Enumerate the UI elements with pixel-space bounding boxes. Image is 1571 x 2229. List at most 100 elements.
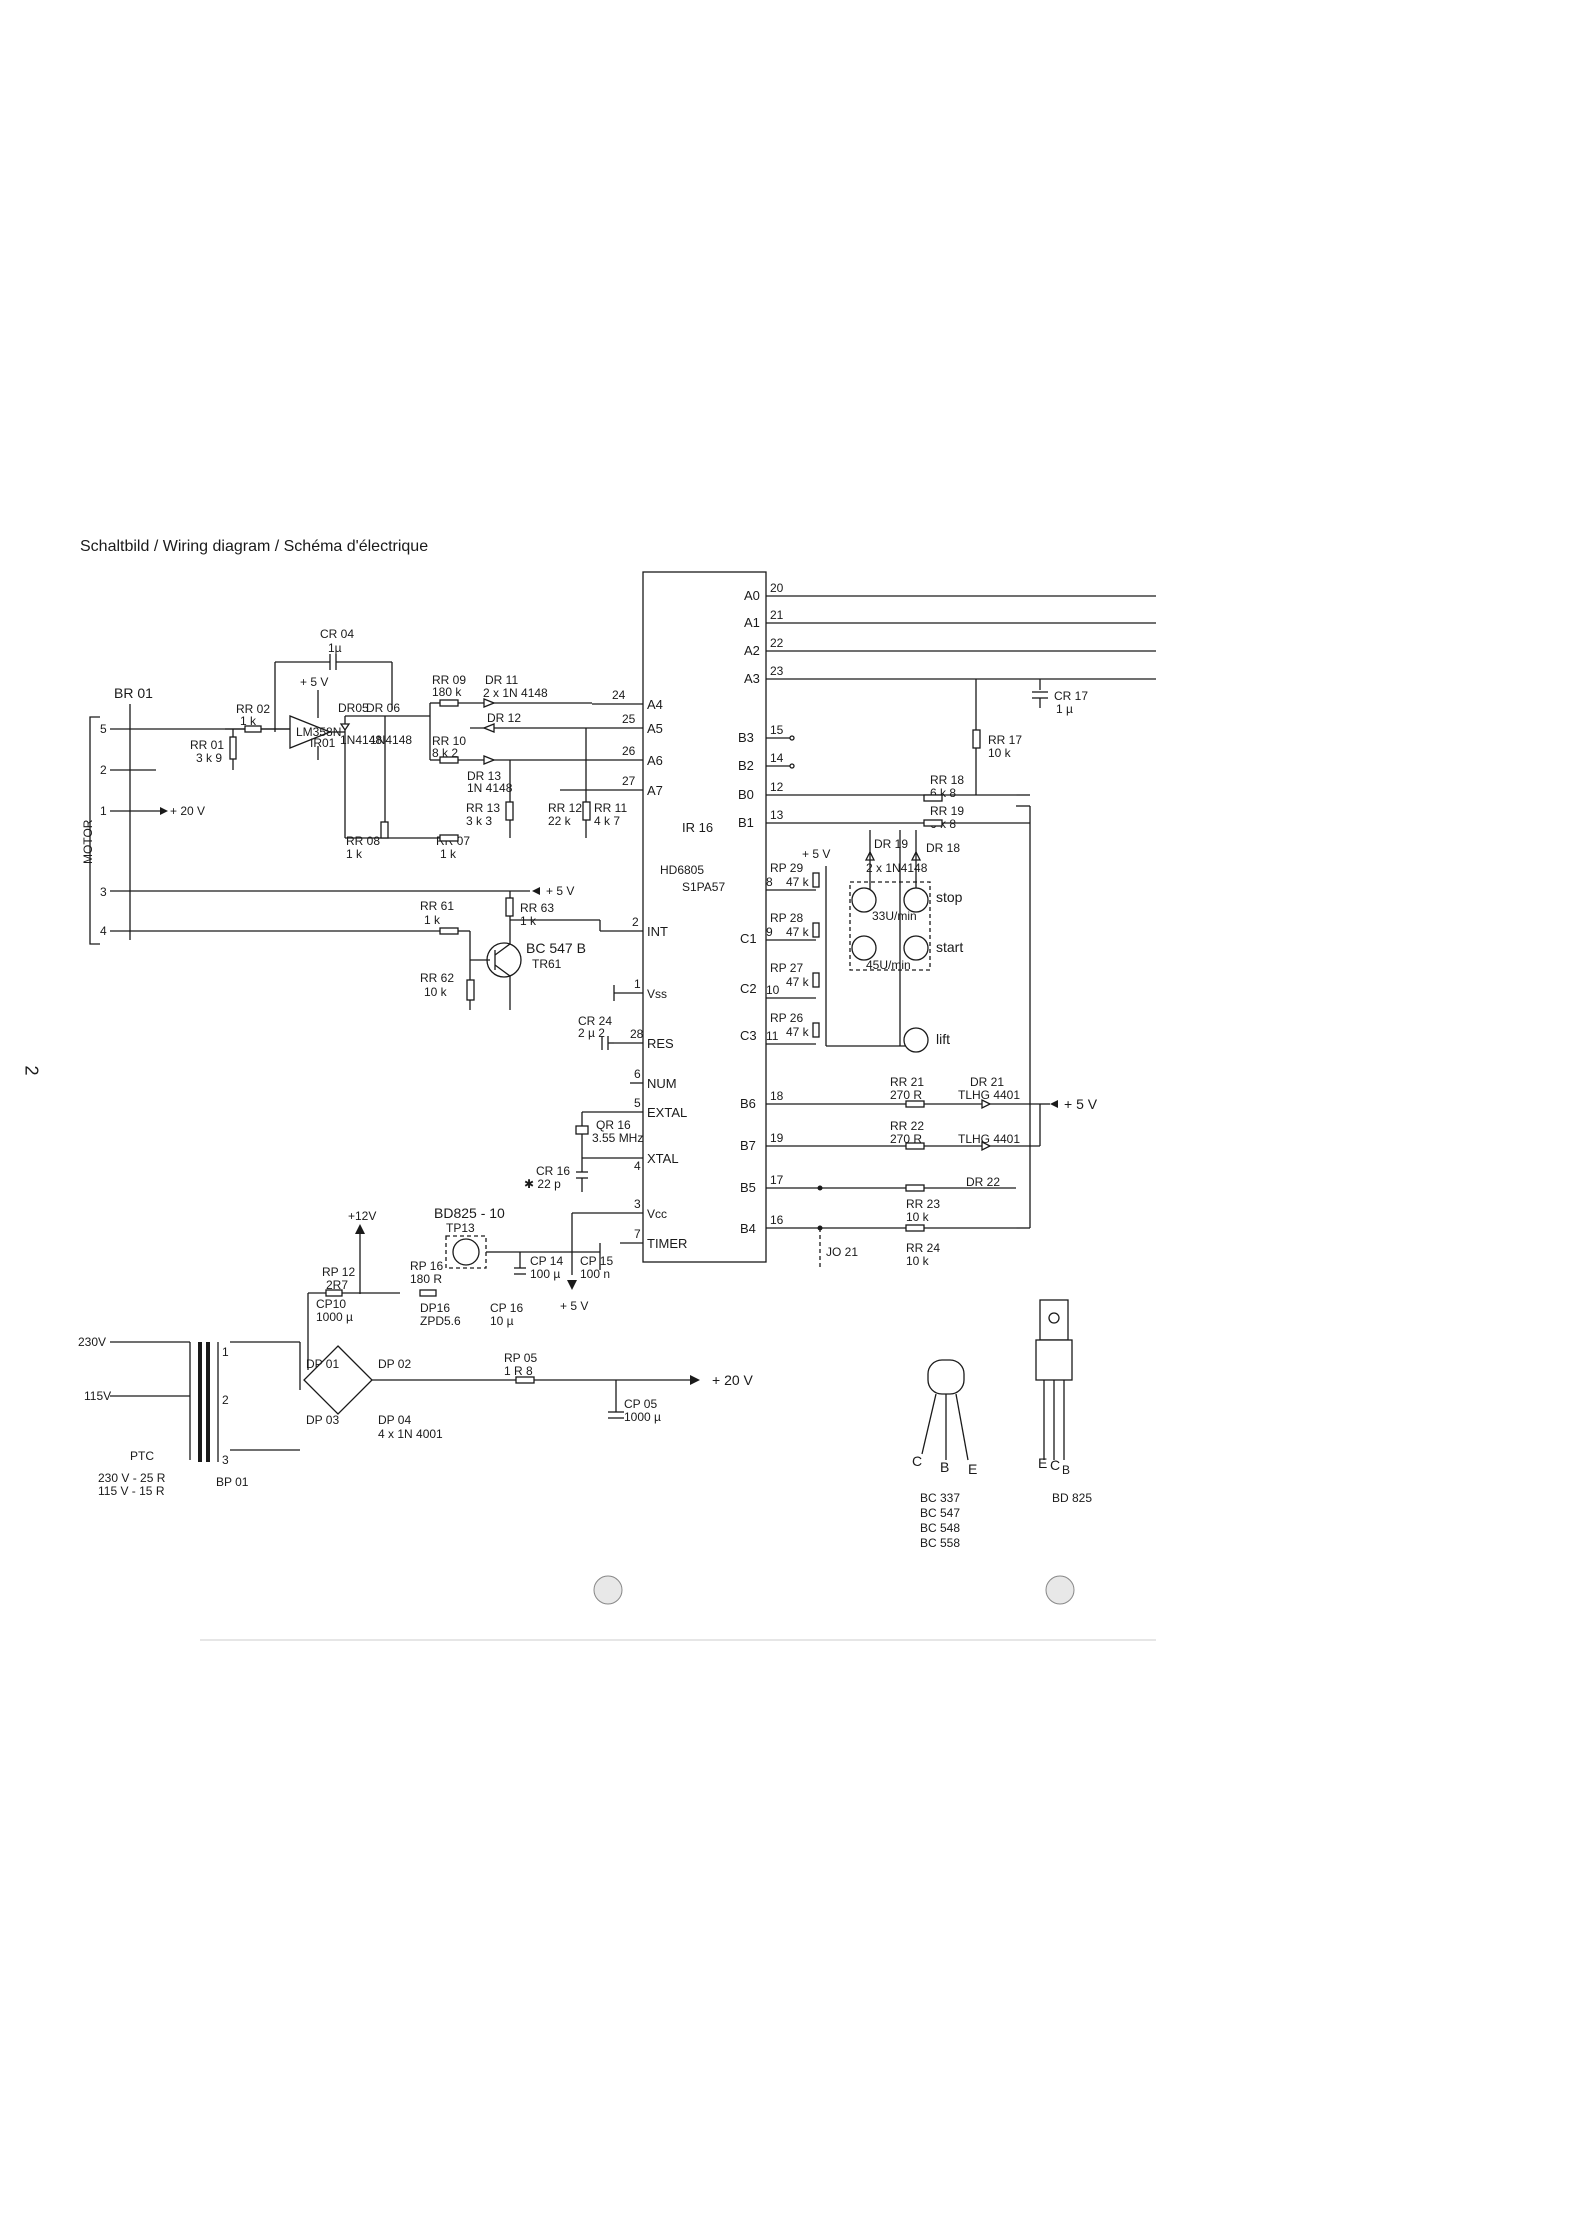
microcontroller-ic: IR 16 HD6805 S1PA57 xyxy=(642,571,767,1263)
svg-text:RP 12: RP 12 xyxy=(322,1265,355,1279)
svg-text:RP 05: RP 05 xyxy=(504,1351,537,1365)
svg-text:BD825 - 10: BD825 - 10 xyxy=(434,1205,505,1221)
svg-text:CP 14: CP 14 xyxy=(530,1254,563,1268)
svg-text:1N4148: 1N4148 xyxy=(340,733,382,747)
svg-text:B6: B6 xyxy=(740,1096,756,1111)
svg-text:E: E xyxy=(1038,1455,1047,1471)
svg-text:22 k: 22 k xyxy=(548,814,572,828)
svg-text:1µ: 1µ xyxy=(328,641,342,655)
svg-text:1 k: 1 k xyxy=(240,714,257,728)
svg-text:RR 09: RR 09 xyxy=(432,673,466,687)
svg-text:A7: A7 xyxy=(647,783,663,798)
svg-text:B5: B5 xyxy=(740,1180,756,1195)
svg-text:115 V - 15 R: 115 V - 15 R xyxy=(98,1484,165,1498)
svg-text:BD 825: BD 825 xyxy=(1052,1491,1092,1505)
svg-text:CR 16: CR 16 xyxy=(536,1164,570,1178)
svg-text:RR 24: RR 24 xyxy=(906,1241,940,1255)
svg-text:A4: A4 xyxy=(647,697,663,712)
svg-text:9: 9 xyxy=(766,925,773,939)
svg-text:A0: A0 xyxy=(744,588,760,603)
svg-text:1 k: 1 k xyxy=(424,913,441,927)
svg-text:ZPD5.6: ZPD5.6 xyxy=(420,1314,461,1328)
svg-text:24: 24 xyxy=(612,688,626,702)
svg-text:3 k 3: 3 k 3 xyxy=(466,814,492,828)
svg-text:230 V - 25 R: 230 V - 25 R xyxy=(98,1471,166,1485)
led-network: RR 21 270 R DR 21 TLHG 4401 + 5 V RR 22 … xyxy=(817,1075,1098,1270)
svg-text:7: 7 xyxy=(634,1227,641,1241)
svg-text:RR 12: RR 12 xyxy=(548,801,582,815)
svg-text:INT: INT xyxy=(647,924,668,939)
svg-text:BC 548: BC 548 xyxy=(920,1521,960,1535)
svg-text:10 µ: 10 µ xyxy=(490,1314,514,1328)
svg-text:3: 3 xyxy=(100,885,107,899)
svg-text:2 x 1N4148: 2 x 1N4148 xyxy=(866,861,928,875)
svg-text:DP16: DP16 xyxy=(420,1301,450,1315)
svg-text:RP 27: RP 27 xyxy=(770,961,803,975)
to92-package: C B E BC 337 BC 547 BC 548 BC 558 xyxy=(912,1359,977,1550)
svg-text:RR 08: RR 08 xyxy=(346,834,380,848)
motor-label: MOTOR xyxy=(81,819,95,864)
power-supply: +12V RP 12 2R7 CP10 1000 µ BD825 - 10 TP… xyxy=(307,1205,613,1370)
svg-text:RP 28: RP 28 xyxy=(770,911,803,925)
svg-text:47 k: 47 k xyxy=(786,875,810,889)
svg-text:47 k: 47 k xyxy=(786,925,810,939)
svg-text:100 µ: 100 µ xyxy=(530,1267,560,1281)
svg-text:1 µ: 1 µ xyxy=(1056,702,1073,716)
svg-text:27: 27 xyxy=(622,774,636,788)
svg-text:1N4148: 1N4148 xyxy=(370,733,412,747)
svg-text:10 k: 10 k xyxy=(906,1254,930,1268)
svg-text:10 k: 10 k xyxy=(906,1210,930,1224)
svg-text:+ 20 V: + 20 V xyxy=(170,804,205,818)
svg-text:RR 13: RR 13 xyxy=(466,801,500,815)
svg-text:115V: 115V xyxy=(84,1389,111,1403)
svg-text:B7: B7 xyxy=(740,1138,756,1153)
svg-text:1: 1 xyxy=(222,1345,229,1359)
svg-text:15: 15 xyxy=(770,723,784,737)
svg-text:TR61: TR61 xyxy=(532,957,562,971)
svg-text:TLHG 4401: TLHG 4401 xyxy=(958,1132,1020,1146)
svg-text:1000 µ: 1000 µ xyxy=(624,1410,661,1424)
svg-text:E: E xyxy=(968,1461,977,1477)
svg-text:8: 8 xyxy=(766,875,773,889)
svg-text:47 k: 47 k xyxy=(786,1025,810,1039)
svg-text:1 k: 1 k xyxy=(440,847,457,861)
svg-text:C: C xyxy=(1050,1457,1060,1473)
svg-text:DP 01: DP 01 xyxy=(306,1357,339,1371)
svg-text:1000 µ: 1000 µ xyxy=(316,1310,353,1324)
keypad-network: CR 17 1 µ RR 17 10 k RR 18 6 k 8 RR 19 6… xyxy=(770,679,1088,1229)
svg-text:LM358N: LM358N xyxy=(296,725,341,739)
svg-text:3: 3 xyxy=(634,1197,641,1211)
svg-text:2: 2 xyxy=(632,915,639,929)
svg-text:A5: A5 xyxy=(647,721,663,736)
svg-text:DR 12: DR 12 xyxy=(487,711,521,725)
svg-text:CR 24: CR 24 xyxy=(578,1014,612,1028)
svg-text:✱ 22 p: ✱ 22 p xyxy=(524,1177,561,1191)
svg-text:6: 6 xyxy=(634,1067,641,1081)
svg-text:1: 1 xyxy=(100,804,107,818)
svg-text:4 x 1N 4001: 4 x 1N 4001 xyxy=(378,1427,443,1441)
page-title: Schaltbild / Wiring diagram / Schéma d'é… xyxy=(80,538,429,555)
svg-text:RR 18: RR 18 xyxy=(930,773,964,787)
svg-text:11: 11 xyxy=(766,1029,779,1043)
svg-text:21: 21 xyxy=(770,608,784,622)
svg-text:B0: B0 xyxy=(738,787,754,802)
svg-text:3: 3 xyxy=(222,1453,229,1467)
svg-text:4: 4 xyxy=(634,1159,641,1173)
svg-text:1N 4148: 1N 4148 xyxy=(467,781,513,795)
svg-text:4 k 7: 4 k 7 xyxy=(594,814,620,828)
svg-text:+ 5 V: + 5 V xyxy=(802,847,830,861)
svg-text:RR 61: RR 61 xyxy=(420,899,454,913)
svg-text:47 k: 47 k xyxy=(786,975,810,989)
svg-text:XTAL: XTAL xyxy=(647,1151,679,1166)
svg-text:+12V: +12V xyxy=(348,1209,376,1223)
svg-text:DR 11: DR 11 xyxy=(485,673,518,687)
svg-text:17: 17 xyxy=(770,1173,784,1187)
svg-text:DR 13: DR 13 xyxy=(467,769,501,783)
svg-text:BC 558: BC 558 xyxy=(920,1536,960,1550)
svg-text:18: 18 xyxy=(770,1089,784,1103)
svg-text:TLHG 4401: TLHG 4401 xyxy=(958,1088,1020,1102)
svg-text:RR 11: RR 11 xyxy=(594,801,627,815)
svg-text:5: 5 xyxy=(100,722,107,736)
